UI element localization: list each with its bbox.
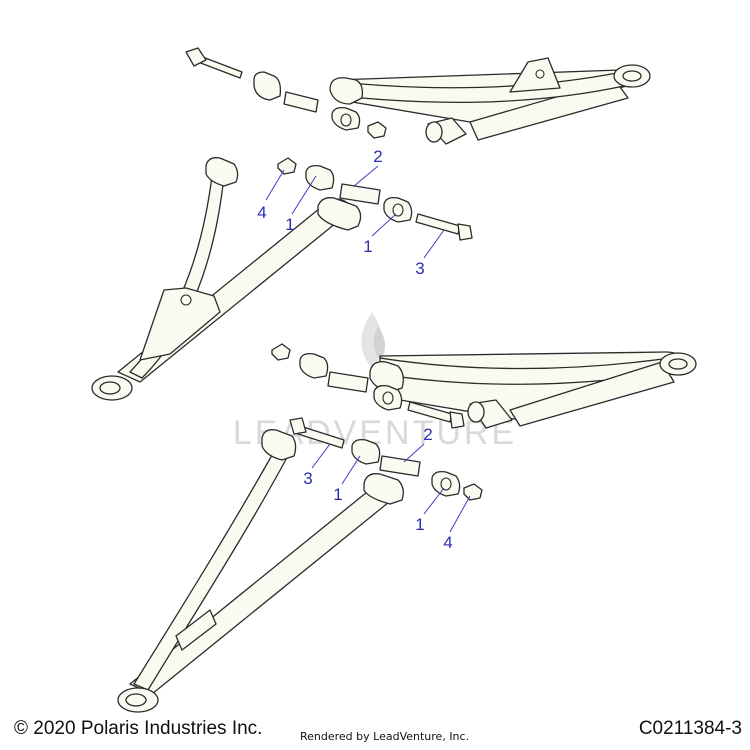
upper-arm-hardware-top	[185, 47, 387, 139]
callout-3-upper: 3	[415, 259, 424, 278]
callout-4-lower: 4	[443, 533, 452, 552]
upper-left-a-arm	[91, 157, 362, 401]
callout-2-upper: 2	[373, 147, 382, 166]
lower-left-a-arm	[117, 429, 404, 713]
diagram-code: C0211384-3	[638, 718, 742, 739]
copyright-text: © 2020 Polaris Industries Inc.	[14, 718, 263, 739]
callouts: 2 4 1 1 3 2 3 1 1 4	[257, 147, 452, 552]
callout-1-upper-left: 1	[285, 215, 294, 234]
callout-1-lower-right: 1	[415, 515, 424, 534]
upper-right-a-arm	[329, 57, 651, 145]
rendered-by-text: Rendered by LeadVenture, Inc.	[300, 730, 470, 743]
callout-1-upper-right: 1	[363, 237, 372, 256]
callout-3-lower: 3	[303, 469, 312, 488]
callout-1-lower-left: 1	[333, 485, 342, 504]
callout-4-upper: 4	[257, 203, 266, 222]
callout-2-lower: 2	[423, 425, 432, 444]
lower-left-hardware	[289, 417, 483, 501]
upper-left-hardware	[277, 157, 473, 241]
callout-leaders	[265, 165, 471, 533]
lower-right-a-arm	[369, 351, 697, 429]
lower-right-hardware	[271, 343, 465, 429]
